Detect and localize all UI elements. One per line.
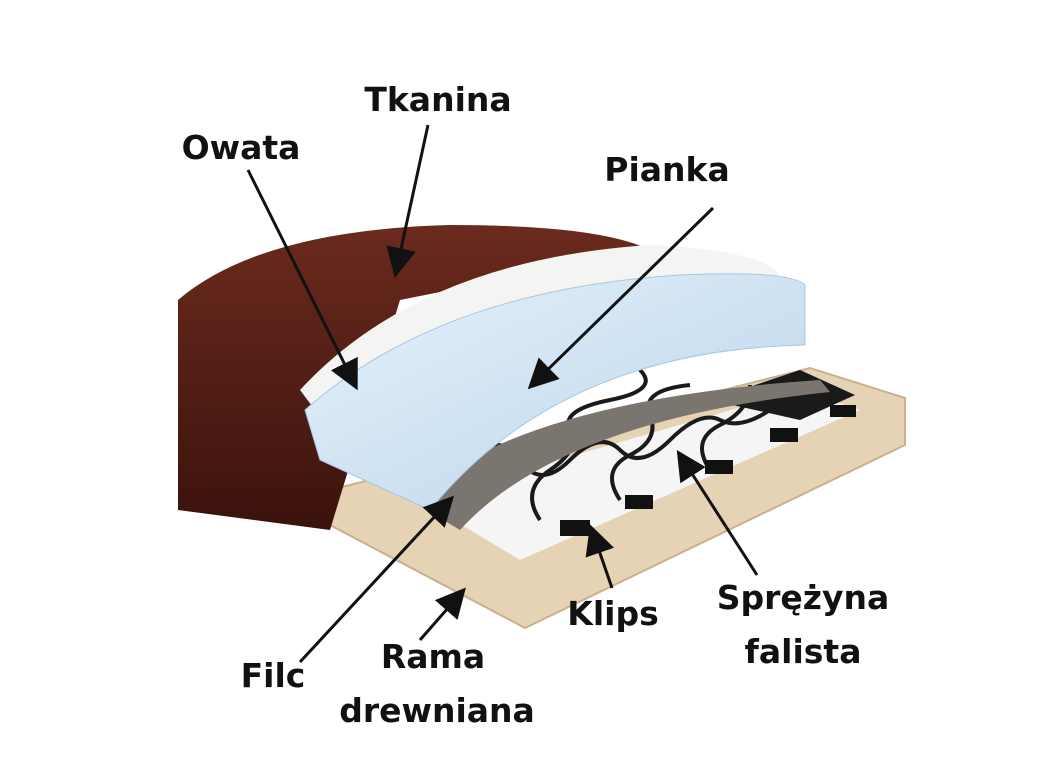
- label-klips: Klips: [567, 594, 659, 634]
- arrow-pianka: [527, 206, 715, 390]
- label-filc: Filc: [240, 656, 306, 696]
- label-pianka: Pianka: [604, 150, 730, 190]
- arrow-klips: [585, 524, 615, 589]
- arrow-tkanina: [386, 124, 430, 278]
- arrow-owata: [246, 169, 358, 391]
- foam-layer: [304, 273, 806, 511]
- label-rama-line1: Rama: [380, 637, 486, 677]
- label-sprezyna-line2: falista: [744, 632, 862, 672]
- label-sprezyna-line1: Sprężyna: [716, 578, 890, 618]
- label-owata: Owata: [181, 128, 301, 168]
- frame-inner-base: [420, 390, 860, 560]
- leather-cushion: [178, 225, 650, 530]
- arrow-rama: [418, 587, 466, 641]
- arrow-filc: [298, 495, 455, 664]
- label-tkanina: Tkanina: [364, 80, 512, 120]
- pointer-arrows: [246, 124, 759, 664]
- label-rama-line2: drewniana: [339, 691, 535, 731]
- spring-clips: [560, 405, 856, 536]
- arrow-sprezyna: [676, 449, 759, 576]
